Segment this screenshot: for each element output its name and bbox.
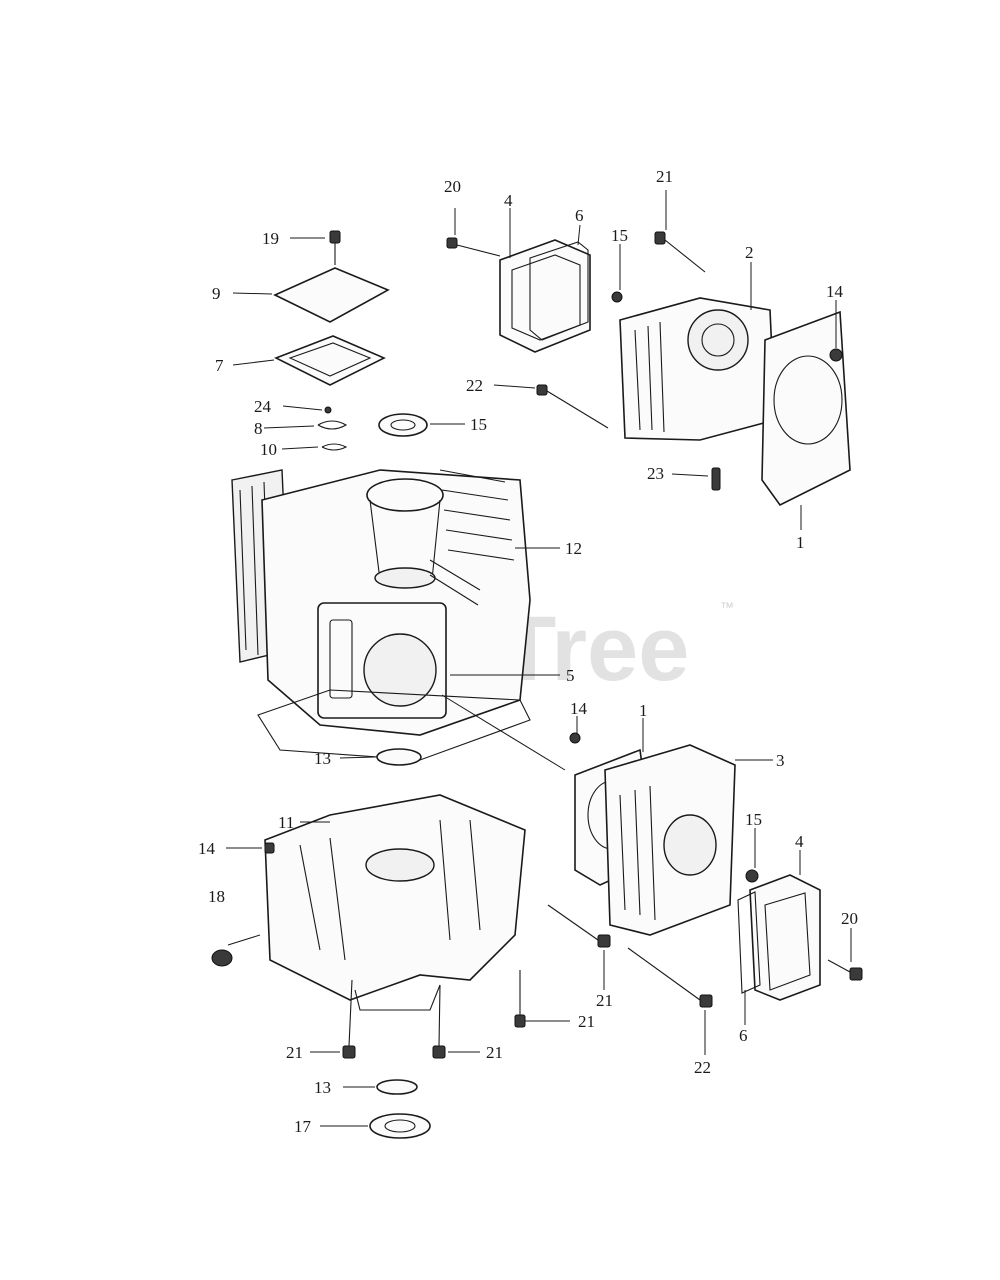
callout-15-mid: 15	[470, 415, 487, 434]
callout-10: 10	[260, 440, 277, 459]
callout-24: 24	[254, 397, 272, 416]
bolt-19	[329, 230, 341, 265]
callout-21-c: 21	[578, 1012, 595, 1031]
callout-12: 12	[565, 539, 582, 558]
callout-1-bot: 1	[639, 701, 648, 720]
oil-seal-17	[369, 1113, 431, 1139]
callout-19: 19	[262, 229, 279, 248]
callout-13-bot: 13	[314, 1078, 331, 1097]
callout-18: 18	[208, 887, 225, 906]
callout-13-top: 13	[314, 749, 331, 768]
callout-1-top: 1	[796, 533, 805, 552]
callout-23: 23	[647, 464, 664, 483]
valve-cover-gasket-6-bot	[737, 891, 761, 994]
callout-4-bot: 4	[795, 832, 804, 851]
callout-4-top: 4	[504, 191, 513, 210]
callout-7: 7	[215, 356, 224, 375]
leader-lines	[226, 190, 852, 1127]
callout-20-bot: 20	[841, 909, 858, 928]
callout-21-top: 21	[656, 167, 673, 186]
small-parts-8-10-24	[317, 406, 348, 451]
callout-6-top: 6	[575, 206, 584, 225]
callout-20-top: 20	[444, 177, 461, 196]
callout-14-mid: 14	[570, 699, 588, 718]
callout-5: 5	[566, 666, 575, 685]
valve-cover-4-top	[499, 239, 591, 353]
o-ring-13-top	[376, 748, 422, 766]
callout-14-top: 14	[826, 282, 844, 301]
callout-21-a: 21	[286, 1043, 303, 1062]
breather-cover-plate	[273, 267, 390, 323]
breather-gasket	[274, 335, 386, 386]
watermark-trademark: ™	[720, 599, 734, 615]
callout-21-d: 21	[596, 991, 613, 1010]
callout-17: 17	[294, 1117, 312, 1136]
drain-plug-18	[211, 949, 233, 967]
callout-15-bot: 15	[745, 810, 762, 829]
valve-cover-4-bot	[749, 874, 821, 1001]
fasteners-bottom-right	[547, 732, 863, 1008]
bolts-21-lower	[342, 970, 526, 1059]
oil-seal-15-upper	[378, 413, 428, 437]
crankcase-assembly	[231, 469, 531, 761]
callout-3: 3	[776, 751, 785, 770]
o-ring-13-bot	[376, 1079, 418, 1095]
head-gasket-1-top	[761, 310, 851, 507]
dowel-14-left	[264, 842, 275, 854]
fasteners-top-right	[446, 231, 843, 491]
cylinder-head-3	[604, 744, 736, 936]
callout-15-top: 15	[611, 226, 628, 245]
callout-labels: 19 9 7 24 8 10 15 12 5 13 11 14 18 21 21…	[198, 167, 858, 1136]
callout-2: 2	[745, 243, 754, 262]
callout-22-bot: 22	[694, 1058, 711, 1077]
callout-8: 8	[254, 419, 263, 438]
callout-11: 11	[278, 813, 294, 832]
callout-9: 9	[212, 284, 221, 303]
callout-22-top: 22	[466, 376, 483, 395]
callout-6-bot: 6	[739, 1026, 748, 1045]
callout-21-b: 21	[486, 1043, 503, 1062]
crankcase-cover-11	[264, 794, 526, 1011]
callout-14-left: 14	[198, 839, 216, 858]
cylinder-head-2	[619, 297, 776, 441]
